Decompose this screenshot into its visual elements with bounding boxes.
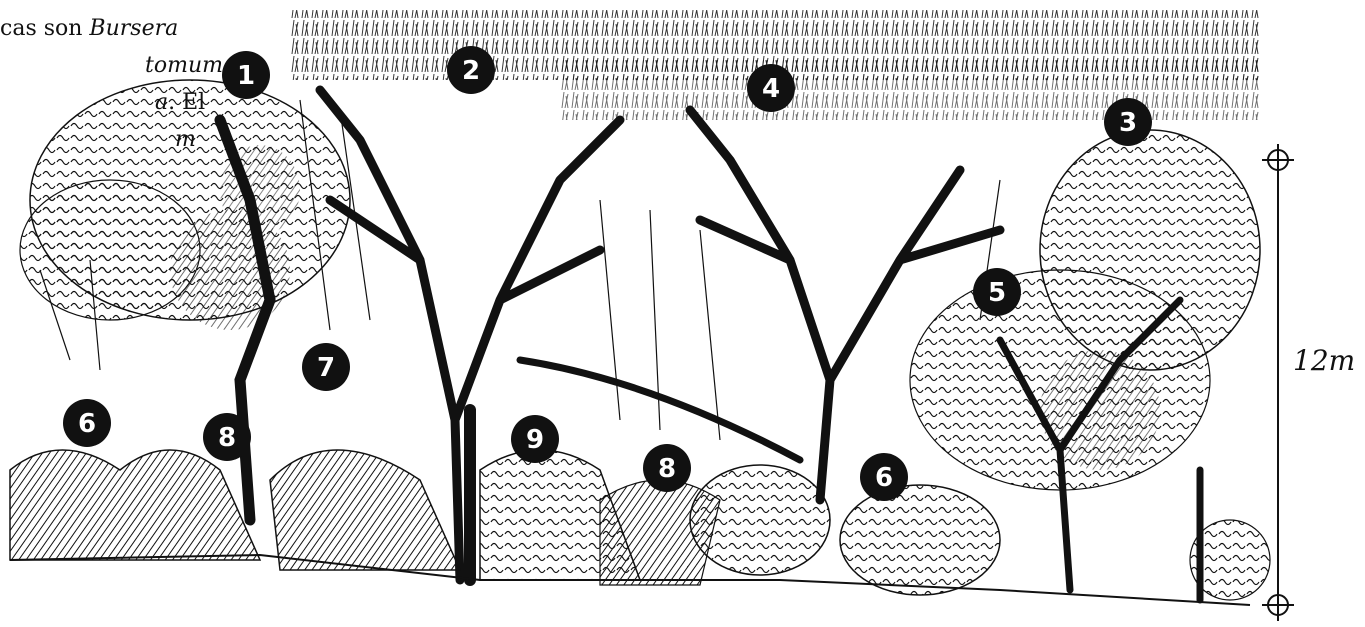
caption-line-1: cas son Bursera [0, 10, 200, 47]
marker-label: 7 [317, 353, 335, 383]
scale-label: 12m [1293, 344, 1355, 377]
marker-9: 9 [511, 415, 559, 463]
marker-6: 6 [860, 453, 908, 501]
caption-line-4: m [0, 121, 200, 158]
marker-label: 2 [462, 56, 480, 86]
marker-3: 3 [1104, 98, 1152, 146]
marker-label: 4 [762, 74, 780, 104]
marker-label: 8 [218, 423, 236, 453]
marker-2: 2 [447, 46, 495, 94]
marker-7: 7 [302, 343, 350, 391]
marker-label: 6 [875, 463, 893, 493]
marker-5: 5 [973, 268, 1021, 316]
marker-label: 3 [1119, 108, 1137, 138]
marker-8: 8 [203, 413, 251, 461]
marker-label: 9 [526, 425, 544, 455]
marker-label: 8 [658, 454, 676, 484]
marker-label: 6 [78, 409, 96, 439]
caption-fragment: cas son Bursera tomum, a. El m [0, 10, 200, 158]
caption-line-2: tomum, [0, 47, 200, 84]
right-tree-canopy [910, 130, 1260, 490]
marker-4: 4 [747, 64, 795, 112]
marker-6: 6 [63, 399, 111, 447]
marker-label: 1 [237, 61, 255, 91]
caption-line-3: a. El [0, 84, 200, 121]
marker-8: 8 [643, 444, 691, 492]
marker-label: 5 [988, 278, 1006, 308]
